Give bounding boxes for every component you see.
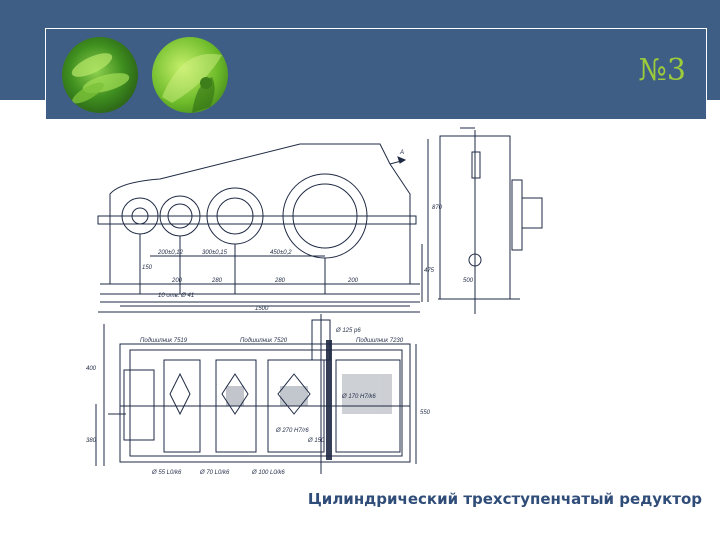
dim-d13: 500 <box>463 278 474 284</box>
dim-d4: 150 <box>142 265 153 271</box>
dim-d1: 200±0,12 <box>157 250 184 256</box>
leaf-image-2 <box>152 37 228 113</box>
housing-side-view <box>109 143 411 285</box>
leaf-image-1 <box>62 37 138 113</box>
dim-d10: 10 отв. Ø 41 <box>158 293 194 299</box>
dim-d18: Ø 55 L0/k6 <box>151 470 182 476</box>
dim-d2: 300±0,15 <box>202 250 228 256</box>
header-panel: №3 <box>45 28 707 120</box>
dim-d8: 200 <box>347 278 359 284</box>
dim-d3: 450±0,2 <box>270 250 292 256</box>
dim-d9: 1500 <box>255 306 269 312</box>
slide-number: №3 <box>638 53 686 88</box>
dim-d15: Подшипник 7519 <box>140 338 188 344</box>
slide-caption: Цилиндрический трехступенчатый редуктор <box>307 490 702 508</box>
dim-d24: 400 <box>86 366 97 372</box>
dim-d26: 550 <box>420 410 431 416</box>
housing-plan-view <box>119 343 411 463</box>
dim-d17: Подшипник 7230 <box>356 338 404 344</box>
dim-d16: Подшипник 7520 <box>240 338 288 344</box>
dim-d6: 280 <box>211 278 223 284</box>
dim-d5: 200 <box>171 278 183 284</box>
dim-d14: Ø 125 р6 <box>335 328 361 334</box>
dim-d19: Ø 70 L0/k6 <box>199 470 230 476</box>
gearbox-drawing: A 200±0,12 300±0,15 450±0,2 150 200 280 … <box>86 127 543 476</box>
dim-d7: 280 <box>274 278 286 284</box>
dim-d25: 380 <box>86 438 97 444</box>
dim-d22: Ø 270 Н7/r6 <box>275 428 309 434</box>
dim-d20: Ø 100 L0/k6 <box>251 470 285 476</box>
dim-d21: Ø 170 Н7/k6 <box>341 394 376 400</box>
dim-d11: 870 <box>432 205 443 211</box>
dim-d23: Ø 150 <box>307 438 325 444</box>
dim-d12: 475 <box>424 268 435 274</box>
drawing-view-label: A <box>399 150 404 156</box>
